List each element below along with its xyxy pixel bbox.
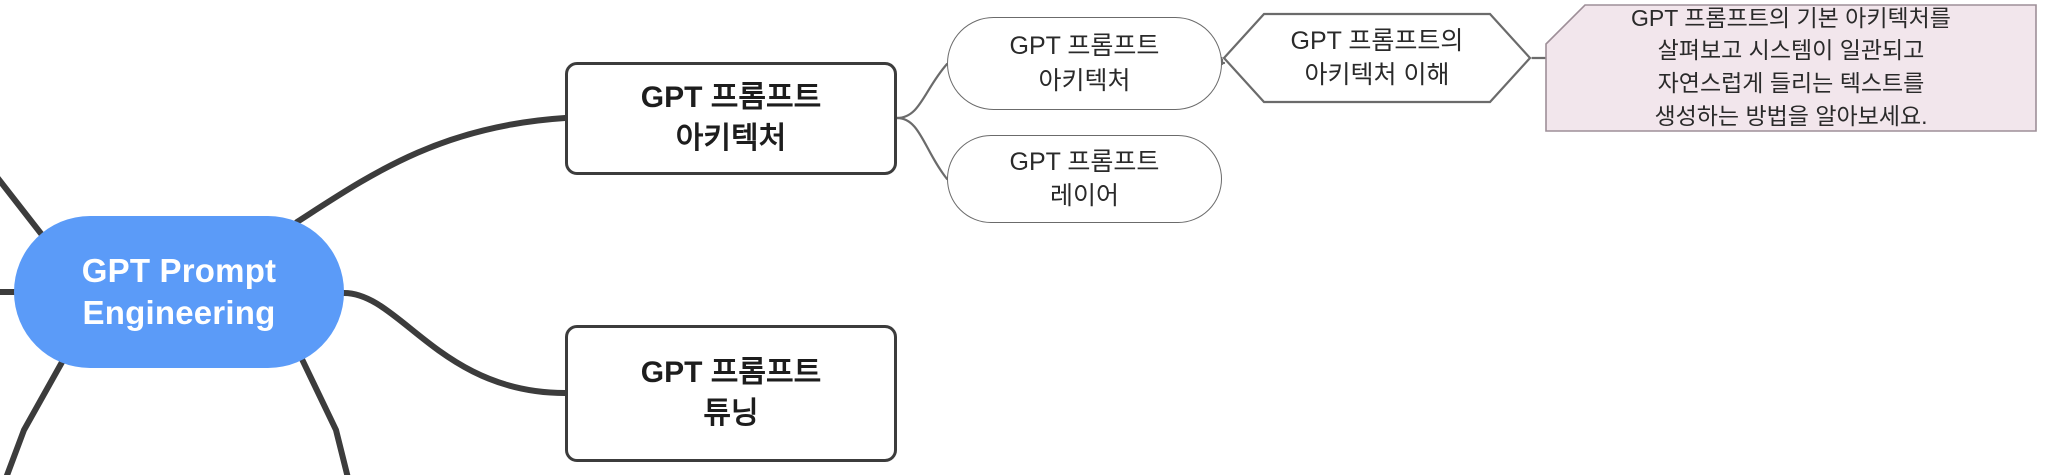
note-node-label: GPT 프롬프트의 기본 아키텍처를 살펴보고 시스템이 일관되고 자연스럽게 … — [1631, 4, 1951, 129]
note-node-architecture-summary[interactable]: GPT 프롬프트의 기본 아키텍처를 살펴보고 시스템이 일관되고 자연스럽게 … — [1545, 4, 2037, 132]
edge-architecture-to-sub-layer — [895, 116, 949, 181]
cut-corner-note-shape — [1545, 4, 2037, 132]
subtopic-node-gpt-prompt-architecture[interactable]: GPT 프롬프트 아키텍처 — [947, 17, 1222, 110]
edge-root-lower-left — [3, 352, 69, 475]
edge-root-to-tuning-main — [341, 290, 568, 396]
edge-root-to-architecture — [294, 115, 568, 225]
edge-architecture-to-sub-architecture — [895, 62, 949, 120]
edge-root-lower-right — [297, 352, 351, 475]
topic-node-gpt-prompt-tuning[interactable]: GPT 프롬프트 튜닝 — [565, 325, 897, 462]
root-node-gpt-prompt-engineering[interactable]: GPT Prompt Engineering — [14, 216, 344, 368]
detail-node-architecture-understanding[interactable]: GPT 프롬프트의 아키텍처 이해 — [1222, 12, 1532, 104]
hexagon-shape — [1222, 12, 1532, 104]
subtopic-node-gpt-prompt-layer[interactable]: GPT 프롬프트 레이어 — [947, 135, 1222, 223]
detail-node-label: GPT 프롬프트의 아키텍처 이해 — [1290, 26, 1464, 90]
topic-node-gpt-prompt-architecture[interactable]: GPT 프롬프트 아키텍처 — [565, 62, 897, 175]
